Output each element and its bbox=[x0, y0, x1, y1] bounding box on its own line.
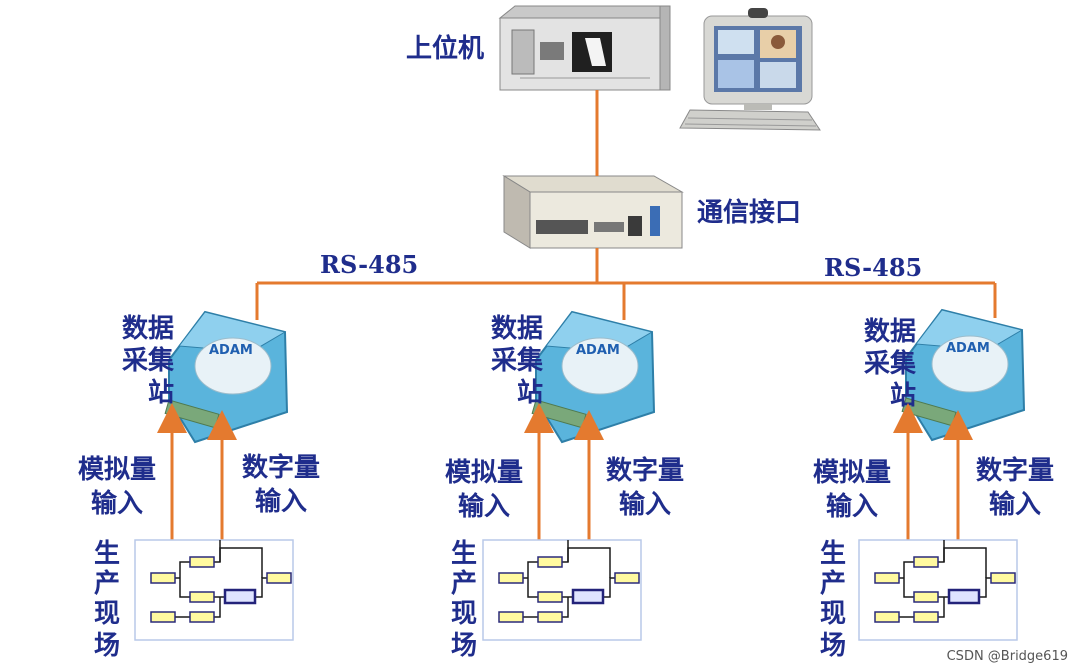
station-3-label-line3: 站 bbox=[890, 381, 916, 411]
station-1-analog-line1: 模拟量 bbox=[78, 455, 156, 485]
station-1-site-char-1: 生 bbox=[94, 539, 120, 569]
watermark: CSDN @Bridge619 bbox=[947, 649, 1068, 664]
station-1-module-brand: ADAM bbox=[209, 343, 253, 358]
station-2-site-char-4: 场 bbox=[451, 631, 477, 661]
station-1-label-line3: 站 bbox=[148, 378, 174, 408]
station-2-site-char-3: 现 bbox=[451, 599, 477, 629]
station-2-label-line2: 采集 bbox=[491, 345, 544, 376]
station-3-digital-line2: 输入 bbox=[989, 489, 1041, 520]
station-3-site-char-1: 生 bbox=[820, 539, 846, 569]
communication-interface-icon bbox=[502, 175, 684, 249]
station-1-adam-module-icon: ADAM bbox=[164, 310, 289, 444]
station-3-digital-line1: 数字量 bbox=[976, 455, 1054, 486]
station-1-digital-line2: 输入 bbox=[255, 486, 307, 517]
monitor-icon bbox=[703, 8, 813, 110]
station-3-label-line1: 数据 bbox=[864, 317, 916, 347]
station-3-module-brand: ADAM bbox=[946, 341, 990, 356]
station-1-site-char-4: 场 bbox=[94, 631, 120, 661]
station-1-label-line1: 数据 bbox=[122, 314, 174, 344]
station-2-adam-module-icon: ADAM bbox=[531, 310, 656, 444]
station-3-site-char-4: 场 bbox=[820, 631, 846, 661]
station-1-site-char-3: 现 bbox=[94, 599, 120, 629]
station-1-analog-line2: 输入 bbox=[91, 488, 143, 519]
host-label: 上位机 bbox=[406, 33, 484, 64]
station-1: ADAM 数据 采集 站 模拟量 输入 数字量 输入 生 产 现 场 bbox=[78, 310, 320, 661]
station-2: ADAM 数据 采集 站 模拟量 输入 数字量 输入 生 产 现 场 bbox=[445, 310, 684, 661]
station-2-digital-line1: 数字量 bbox=[606, 455, 684, 486]
station-2-site-char-1: 生 bbox=[451, 539, 477, 569]
keyboard-icon bbox=[679, 109, 821, 131]
station-3-site-char-3: 现 bbox=[820, 599, 846, 629]
rs485-label-left: RS-485 bbox=[320, 250, 418, 279]
station-2-label-line1: 数据 bbox=[491, 314, 543, 344]
rs485-label-right: RS-485 bbox=[824, 253, 922, 282]
station-2-digital-line2: 输入 bbox=[619, 489, 671, 520]
station-3-label-line2: 采集 bbox=[864, 348, 917, 379]
station-3-analog-line1: 模拟量 bbox=[813, 458, 891, 488]
industrial-pc-icon bbox=[498, 5, 671, 91]
station-2-analog-line2: 输入 bbox=[458, 491, 510, 522]
interface-label: 通信接口 bbox=[697, 198, 801, 228]
station-2-module-brand: ADAM bbox=[576, 343, 620, 358]
station-1-digital-line1: 数字量 bbox=[242, 452, 320, 483]
station-2-site-char-2: 产 bbox=[451, 569, 477, 599]
station-3-site-char-2: 产 bbox=[820, 569, 846, 599]
station-3-analog-line2: 输入 bbox=[826, 491, 878, 522]
station-2-analog-line1: 模拟量 bbox=[445, 458, 523, 488]
station-2-field-circuit bbox=[482, 539, 642, 641]
station-1-label-line2: 采集 bbox=[122, 345, 175, 376]
station-3-adam-module-icon: ADAM bbox=[901, 308, 1026, 442]
station-1-field-circuit bbox=[134, 539, 294, 641]
station-2-label-line3: 站 bbox=[517, 378, 543, 408]
station-3: ADAM 数据 采集 站 模拟量 输入 数字量 输入 生 产 现 场 bbox=[813, 308, 1054, 661]
station-3-field-circuit bbox=[858, 539, 1018, 641]
station-1-site-char-2: 产 bbox=[94, 569, 120, 599]
